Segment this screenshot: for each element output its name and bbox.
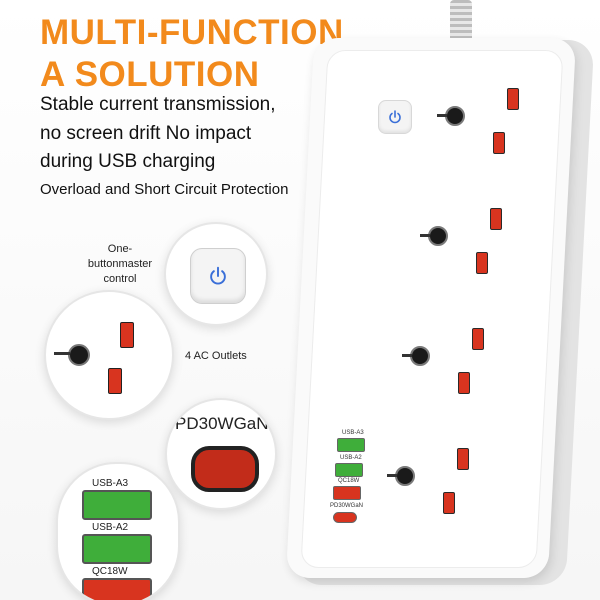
strip-usb-c-port <box>333 512 357 523</box>
zoom-ac-outlet <box>44 290 174 420</box>
ac-outlet-3 <box>402 328 500 398</box>
one-button-label: One- buttonmaster control <box>80 242 160 287</box>
outlet-slot <box>507 88 519 110</box>
strip-pd30wgan-label: PD30WGaN <box>330 503 364 509</box>
strip-usb-a3-label: USB-A3 <box>342 430 364 436</box>
zoom-ground-line <box>54 352 70 355</box>
ground-hole <box>420 226 448 246</box>
ground-hole <box>437 106 465 126</box>
description-line-2: no screen drift No impact <box>40 123 252 144</box>
outlet-slot <box>458 372 470 394</box>
ground-hole <box>402 346 430 366</box>
zoom-usb-a2-label: USB-A2 <box>92 522 129 533</box>
zoom-outlet-slot <box>108 368 122 394</box>
zoom-usb-a3-port <box>82 490 152 520</box>
zoom-usb-a3-label: USB-A3 <box>92 478 129 489</box>
headline-line-2: A SOLUTION <box>40 55 260 94</box>
zoom-button-cap <box>190 248 246 304</box>
one-button-label-line-2: buttonmaster <box>87 258 153 270</box>
one-button-label-line-1: One- <box>107 243 133 255</box>
one-button-label-line-3: control <box>103 273 137 285</box>
description-line-3: during USB charging <box>40 151 216 172</box>
outlet-slot <box>476 252 488 274</box>
ac-outlet-2 <box>420 208 518 278</box>
strip-qc18w-label: QC18W <box>338 478 360 484</box>
power-cable <box>450 0 472 48</box>
zoom-ground-hole <box>68 344 90 366</box>
zoom-usb-a2-port <box>82 534 152 564</box>
ac-outlets-label: 4 AC Outlets <box>185 350 247 362</box>
zoom-power-button <box>164 222 268 326</box>
zoom-qc18w-label: QC18W <box>92 566 128 577</box>
usb-c-port <box>191 446 259 492</box>
ground-hole <box>387 466 415 486</box>
strip-power-button <box>378 100 412 134</box>
strip-usb-a2-label: USB-A2 <box>340 455 362 461</box>
outlet-slot <box>472 328 484 350</box>
zoom-outlet-slot <box>120 322 134 348</box>
outlet-slot <box>490 208 502 230</box>
outlet-slot <box>493 132 505 154</box>
power-icon <box>389 110 401 124</box>
description-line-4: Overload and Short Circuit Protection <box>40 181 289 198</box>
description-line-1: Stable current transmission, <box>40 94 276 115</box>
strip-qc18w-port <box>333 486 361 500</box>
outlet-slot <box>443 492 455 514</box>
zoom-qc18w-port <box>82 578 152 600</box>
zoom-usb-ports: USB-A3 USB-A2 QC18W <box>56 462 180 600</box>
ac-outlet-4 <box>387 448 485 518</box>
strip-usb-a2-port <box>335 463 363 477</box>
power-icon <box>210 266 226 285</box>
headline-line-1: MULTI-FUNCTION <box>40 13 344 52</box>
gan-label: PD30WGaN <box>175 414 269 433</box>
outlet-slot <box>457 448 469 470</box>
ac-outlet-1 <box>437 88 535 158</box>
zoom-usb-c-port: PD30WGaN <box>165 398 277 510</box>
strip-usb-a3-port <box>337 438 365 452</box>
